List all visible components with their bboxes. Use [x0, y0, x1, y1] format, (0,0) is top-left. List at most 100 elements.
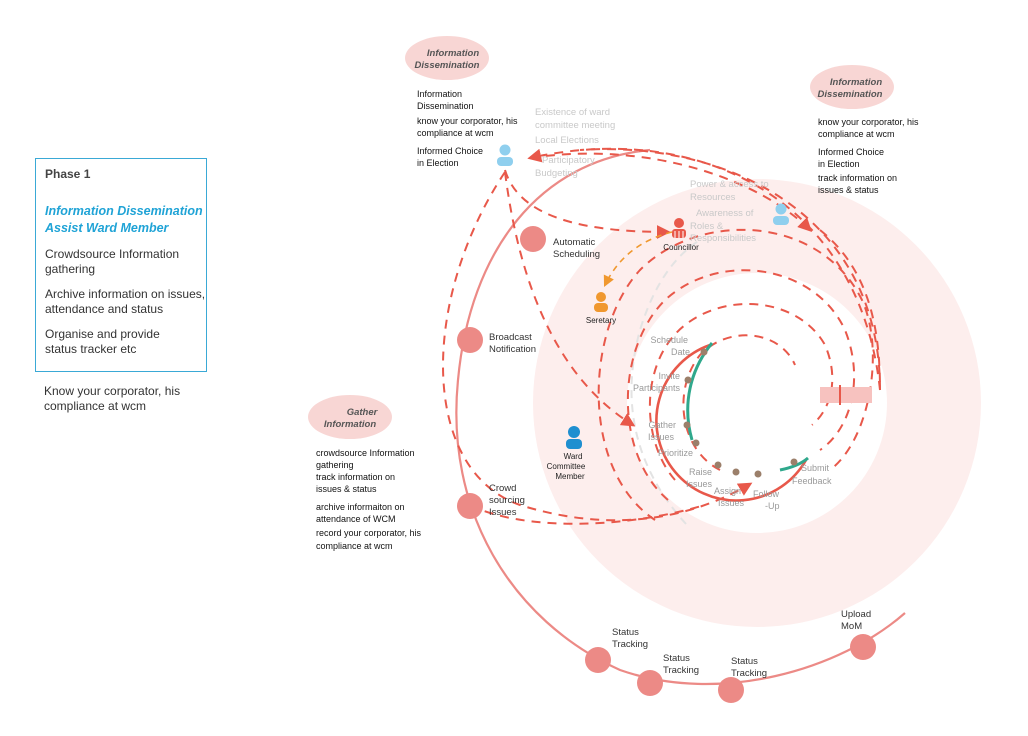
bubble-top-right [810, 65, 894, 109]
inner-label-submit-feedback: Feedback [792, 476, 832, 486]
inner-label-gather-issues: Gather [648, 420, 676, 430]
inner-step-dot [714, 461, 722, 469]
inner-label-gather-issues: Issues [648, 432, 675, 442]
step-label-crowd-sourcing: sourcing [489, 495, 525, 506]
step-circle-upload-mom [850, 634, 876, 660]
note-gather-line: gathering [316, 460, 354, 470]
faded-label: Power & access to [690, 179, 769, 190]
phase-outside-note: Know your corporator, his compliance at … [44, 384, 214, 414]
inner-label-follow-up: -Up [765, 501, 780, 511]
note-top-right-line: compliance at wcm [818, 129, 895, 139]
phase-item-organise: Organise and provide status tracker etc [45, 327, 206, 357]
step-label-status-tracking-1: Status [612, 627, 639, 638]
note-top-right-line: know your corporator, his [818, 117, 919, 127]
person-icon-top-right [773, 203, 789, 225]
phase-item-archive: Archive information on issues, attendanc… [45, 287, 206, 317]
bubble-top-left [405, 36, 489, 80]
note-gather-line: archive informaiton on [316, 502, 405, 512]
inner-label-assign-issues: Issues [718, 498, 745, 508]
dashed-ring-1 [579, 148, 881, 391]
inner-step-dot [754, 470, 762, 478]
dashed-ring-2 [597, 228, 874, 521]
note-top-right-line: issues & status [818, 185, 879, 195]
step-label-status-tracking-2: Tracking [663, 665, 699, 676]
phase-title: Phase 1 [45, 167, 91, 181]
step-label-broadcast-notification: Notification [489, 344, 536, 355]
phase-panel: Phase 1 Information Dissemination Assist… [35, 158, 207, 372]
inner-label-schedule-date: Date [671, 347, 690, 357]
step-circle-broadcast-notification [457, 327, 483, 353]
phase-item-line: Organise and provide [45, 327, 160, 341]
note-gather-line: record your corporator, his [316, 528, 422, 538]
inner-process-circle [655, 343, 808, 502]
step-label-upload-mom: MoM [841, 621, 862, 632]
councillor-label: Councillor [663, 243, 699, 252]
bubble-top-right-line1: Information [830, 77, 882, 88]
note-top-left-line: Information [417, 89, 462, 99]
phase-subtitle: Information Dissemination Assist Ward Me… [45, 203, 206, 237]
ward-member-icon [566, 426, 582, 449]
note-top-right-line: in Election [818, 159, 860, 169]
phase-item-line: gathering [45, 262, 96, 276]
step-label-broadcast-notification: Broadcast [489, 332, 532, 343]
step-label-automatic-scheduling: Automatic [553, 237, 595, 248]
phase-outside-line: compliance at wcm [44, 399, 147, 413]
outer-spiral-arc [455, 148, 906, 686]
ward-member-label-line: Member [555, 472, 585, 481]
inner-step-dot [684, 376, 692, 384]
faded-label: Local Elections [535, 135, 599, 146]
inner-label-prioritize: Prioritize [658, 448, 693, 458]
step-circle-crowd-sourcing [457, 493, 483, 519]
inner-step-dot [700, 348, 708, 356]
phase-subtitle-line: Assist Ward Member [45, 221, 169, 235]
step-label-status-tracking-1: Tracking [612, 639, 648, 650]
dashed-arrow-top-left [527, 147, 881, 391]
dashed-arrow-to-right-person [529, 152, 812, 232]
step-circle-status-tracking-2 [637, 670, 663, 696]
bubble-gather-line1: Gather [347, 407, 379, 418]
ward-member-label-line: Committee [547, 462, 586, 471]
secretary-label: Seretary [586, 316, 616, 325]
councillor-icon [672, 218, 686, 238]
dashed-arrow-to-councillor [504, 169, 671, 239]
inner-label-assign-issues: Assign [714, 486, 741, 496]
step-label-upload-mom: Upload [841, 609, 871, 620]
step-circle-status-tracking-1 [585, 647, 611, 673]
note-top-left-line: Dissemination [417, 101, 474, 111]
note-gather-line: track information on [316, 472, 395, 482]
note-gather-line: issues & status [316, 484, 377, 494]
phase-item-line: Archive information on issues, [45, 287, 206, 301]
inner-step-dot [692, 439, 700, 447]
note-gather-line: attendance of WCM [316, 514, 396, 524]
faded-label: Resources [690, 192, 736, 203]
inner-label-follow-up: Follow [753, 489, 780, 499]
dashed-arrow-to-assign [442, 171, 753, 522]
faded-label: Participatory [542, 155, 595, 166]
step-circle-status-tracking-3 [718, 677, 744, 703]
phase-outside-line: Know your corporator, his [44, 384, 181, 398]
phase-item-line: attendance and status [45, 302, 164, 316]
person-icon-top-left [497, 144, 513, 166]
bubble-top-right-line2: Dissemination [818, 89, 883, 100]
phase-item-crowdsource: Crowdsource Information gathering [45, 247, 206, 277]
inner-label-submit-feedback: Submit [801, 463, 830, 473]
ward-member-label-line: Ward [564, 452, 583, 461]
dashed-arrow-crowd-to-inner [469, 504, 706, 525]
inner-label-raise-issues: Raise [689, 467, 712, 477]
step-label-status-tracking-2: Status [663, 653, 690, 664]
step-label-automatic-scheduling: Scheduling [553, 249, 600, 260]
dashed-ring-3 [626, 269, 856, 501]
loop-marker [820, 387, 872, 403]
dashed-ring-1b [819, 229, 881, 391]
dashed-arrow-to-gather [504, 171, 636, 427]
note-gather-line: compliance at wcm [316, 541, 393, 551]
bubble-top-left-line1: Information [427, 48, 479, 59]
note-top-left-line: compliance at wcm [417, 128, 494, 138]
faded-label: Existence of ward [535, 107, 610, 118]
inner-step-dot [732, 468, 740, 476]
inner-process-teal-arc-right [779, 456, 809, 472]
faded-label: committee meeting [535, 120, 615, 131]
note-gather-line: crowdsource Information [316, 448, 415, 458]
faded-label: Budgeting [535, 168, 578, 179]
